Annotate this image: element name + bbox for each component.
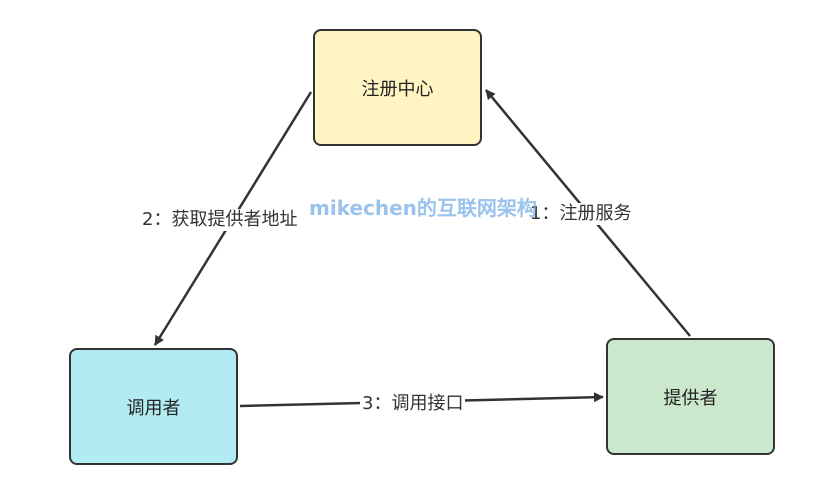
provider-node: 提供者 xyxy=(606,338,775,455)
consumer-node: 调用者 xyxy=(69,348,238,465)
watermark: mikechen的互联网架构 xyxy=(309,196,537,220)
edge-call-interface-label: 3：调用接口 xyxy=(360,393,466,415)
edge-get-address-label: 2：获取提供者地址 xyxy=(140,209,300,231)
consumer-label: 调用者 xyxy=(126,397,181,419)
edge-register-service-label: 1：注册服务 xyxy=(528,203,634,225)
registry-center-label: 注册中心 xyxy=(361,78,434,100)
registry-center-node: 注册中心 xyxy=(313,29,482,146)
provider-label: 提供者 xyxy=(663,387,718,409)
